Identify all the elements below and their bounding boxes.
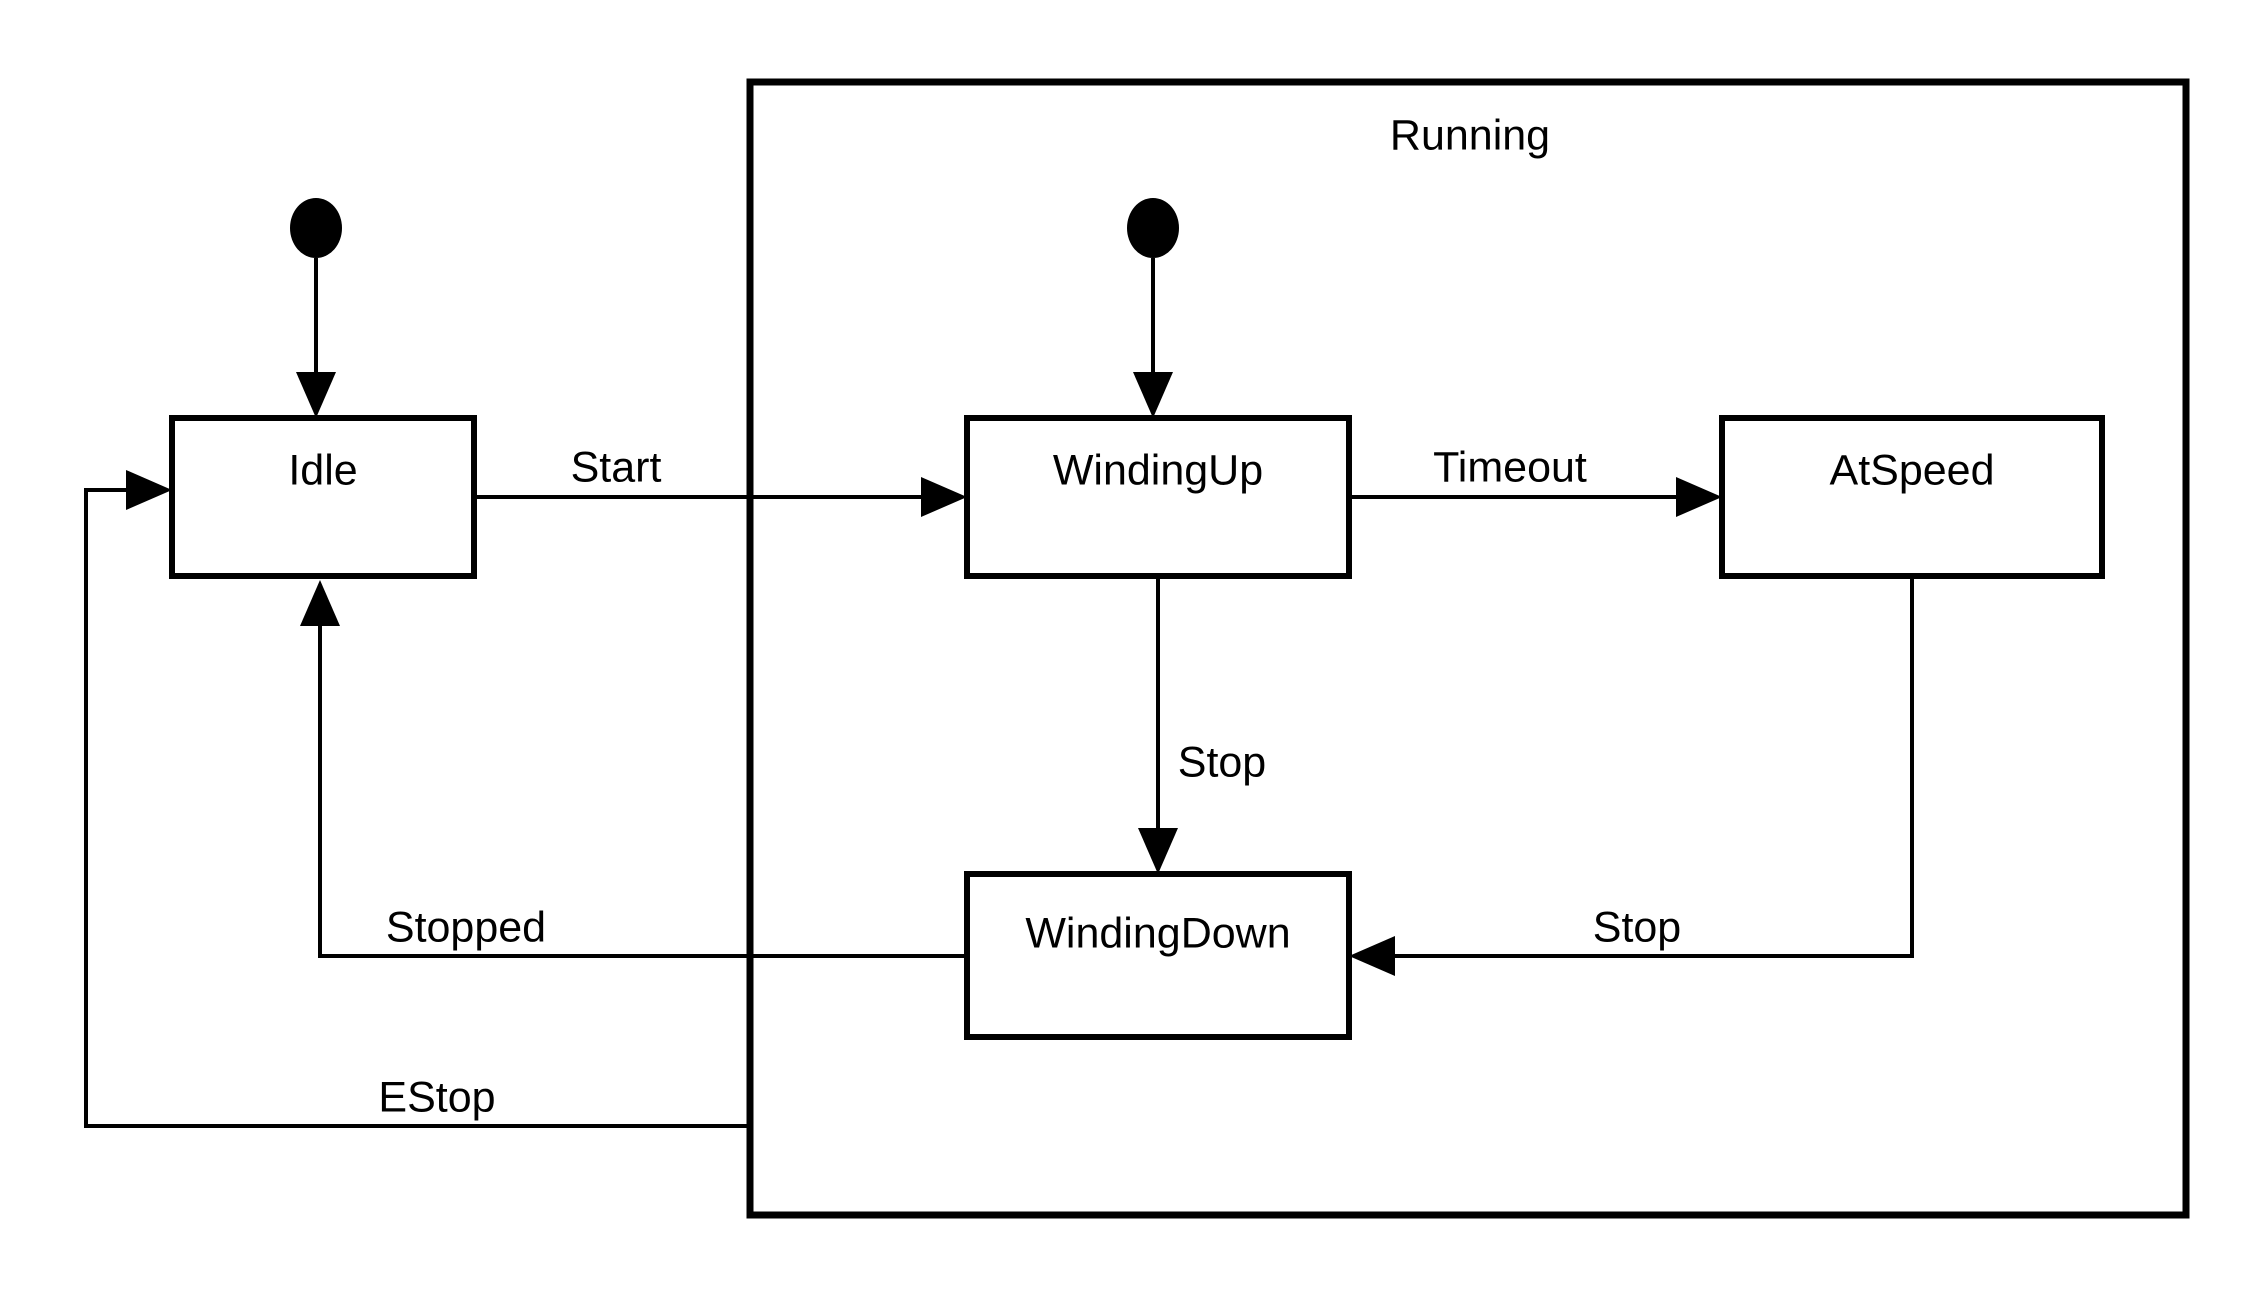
transition-label-stop-atspeed: Stop bbox=[1593, 903, 1681, 951]
initial-state-marker-outer[interactable] bbox=[290, 198, 342, 258]
state-label-windingup: WindingUp bbox=[1053, 446, 1263, 494]
arrowhead-start bbox=[921, 477, 967, 517]
arrowhead-stopped bbox=[300, 580, 340, 626]
state-label-windingdown: WindingDown bbox=[1025, 909, 1290, 957]
transition-label-timeout: Timeout bbox=[1433, 443, 1587, 491]
transition-label-start: Start bbox=[571, 443, 662, 491]
transition-stop-atspeed-line bbox=[1377, 576, 1914, 958]
transition-label-stop-up: Stop bbox=[1178, 738, 1266, 786]
transition-label-stopped: Stopped bbox=[386, 903, 546, 951]
arrowhead-initial-to-windingup bbox=[1133, 372, 1173, 418]
state-box-windingup[interactable] bbox=[964, 415, 1352, 579]
transition-label-estop: EStop bbox=[378, 1073, 495, 1121]
arrowhead-timeout bbox=[1676, 477, 1722, 517]
state-label-atspeed: AtSpeed bbox=[1830, 446, 1995, 494]
arrowhead-estop bbox=[126, 470, 172, 510]
state-box-atspeed[interactable] bbox=[1719, 415, 2105, 579]
arrowhead-stop-up bbox=[1138, 828, 1178, 874]
composite-state-running[interactable] bbox=[746, 78, 2190, 1219]
transition-estop-line bbox=[84, 488, 750, 1128]
transition-stopped-line bbox=[318, 608, 967, 958]
initial-state-marker-inner[interactable] bbox=[1127, 198, 1179, 258]
state-box-idle[interactable] bbox=[169, 415, 477, 579]
arrowhead-initial-to-idle bbox=[296, 372, 336, 418]
state-box-windingdown[interactable] bbox=[964, 871, 1352, 1040]
state-label-idle: Idle bbox=[288, 446, 357, 494]
composite-state-running-label: Running bbox=[1390, 111, 1550, 159]
arrowhead-stop-atspeed bbox=[1349, 936, 1395, 976]
